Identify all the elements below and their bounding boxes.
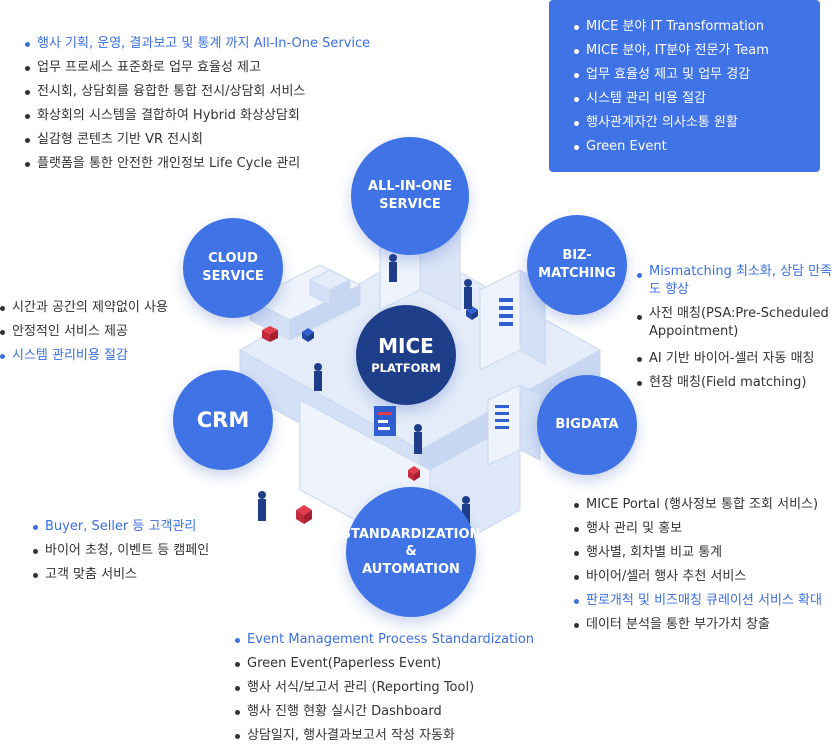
list-item: Event Management Process Standardization — [235, 628, 534, 652]
list-item: 행사 서식/보고서 관리 (Reporting Tool) — [235, 676, 534, 700]
list-item: 행사 진행 현황 실시간 Dashboard — [235, 700, 534, 724]
list-item: Green Event — [574, 135, 769, 159]
list-item: 시스템 관리비용 절감 — [0, 344, 168, 368]
node-biz-matching: BIZ- MATCHING — [527, 215, 627, 315]
node-label: STANDARDIZATION & AUTOMATION — [341, 526, 481, 577]
node-bigdata: BIGDATA — [537, 375, 637, 475]
list-item: 시간과 공간의 제약없이 사용 — [0, 296, 168, 320]
center-title: MICE — [378, 334, 434, 359]
list-item: 안정적인 서비스 제공 — [0, 320, 168, 344]
list-item: 업무 효율성 제고 및 업무 경감 — [574, 63, 769, 87]
list-item: 화상회의 시스템을 결합하여 Hybrid 화상상담회 — [25, 104, 370, 128]
list-item: 행사 기획, 운영, 결과보고 및 통계 까지 All-In-One Servi… — [25, 32, 370, 56]
list-item: 실감형 콘텐츠 기반 VR 전시회 — [25, 128, 370, 152]
list-item: 플랫폼을 통한 안전한 개인정보 Life Cycle 관리 — [25, 152, 370, 176]
node-cloud-service: CLOUD SERVICE — [183, 218, 283, 318]
list-item: MICE 분야, IT분야 전문가 Team — [574, 39, 769, 63]
node-crm: CRM — [173, 370, 273, 470]
node-standardization-automation: STANDARDIZATION & AUTOMATION — [342, 487, 480, 617]
list-item: Green Event(Paperless Event) — [235, 652, 534, 676]
list-item: Buyer, Seller 등 고객관리 — [33, 515, 209, 539]
list-item: 사전 매칭(PSA:Pre-Scheduled Appointment) — [637, 305, 835, 341]
list-item: MICE Portal (행사정보 통합 조회 서비스) — [574, 493, 822, 517]
node-label: CRM — [196, 407, 250, 432]
standardization-list: Event Management Process Standardization… — [235, 628, 534, 748]
center-subtitle: PLATFORM — [371, 361, 441, 376]
list-item: 업무 프로세스 표준화로 업무 효율성 제고 — [25, 56, 370, 80]
mice-it-box: MICE 분야 IT Transformation MICE 분야, IT분야 … — [549, 0, 820, 172]
biz-matching-list: Mismatching 최소화, 상담 만족도 향상 사전 매칭(PSA:Pre… — [637, 263, 835, 395]
node-label: CLOUD SERVICE — [202, 251, 264, 284]
list-item: 바이어/셀러 행사 추천 서비스 — [574, 565, 822, 589]
node-all-in-one-service: ALL-IN-ONE SERVICE — [351, 137, 469, 255]
list-item: AI 기반 바이어-셀러 자동 매칭 — [637, 347, 835, 371]
center-mice-platform: MICE PLATFORM — [356, 305, 456, 405]
node-label: BIZ- MATCHING — [538, 248, 616, 281]
all-in-one-list: 행사 기획, 운영, 결과보고 및 통계 까지 All-In-One Servi… — [25, 32, 370, 176]
bigdata-list: MICE Portal (행사정보 통합 조회 서비스) 행사 관리 및 홍보 … — [574, 493, 822, 637]
list-item: 판로개척 및 비즈매칭 큐레이션 서비스 확대 — [574, 589, 822, 613]
crm-list: Buyer, Seller 등 고객관리 바이어 초청, 이벤트 등 캠페인 고… — [33, 515, 209, 587]
list-item: 행사관계자간 의사소통 원활 — [574, 111, 769, 135]
cloud-list: 시간과 공간의 제약없이 사용 안정적인 서비스 제공 시스템 관리비용 절감 — [0, 296, 168, 368]
list-item: 고객 맞춤 서비스 — [33, 563, 209, 587]
list-item: 현장 매칭(Field matching) — [637, 371, 835, 395]
list-item: 시스템 관리 비용 절감 — [574, 87, 769, 111]
list-item: 전시회, 상담회를 융합한 통합 전시/상담회 서비스 — [25, 80, 370, 104]
list-item: 바이어 초청, 이벤트 등 캠페인 — [33, 539, 209, 563]
mice-it-list: MICE 분야 IT Transformation MICE 분야, IT분야 … — [574, 15, 769, 159]
list-item: 데이터 분석을 통한 부가가치 창출 — [574, 613, 822, 637]
node-label: BIGDATA — [555, 417, 619, 433]
list-item: 행사 관리 및 홍보 — [574, 517, 822, 541]
list-item: 상담일지, 행사결과보고서 작성 자동화 — [235, 724, 534, 748]
list-item: Mismatching 최소화, 상담 만족도 향상 — [637, 263, 835, 299]
list-item: MICE 분야 IT Transformation — [574, 15, 769, 39]
list-item: 행사별, 회차별 비교 통계 — [574, 541, 822, 565]
node-label: ALL-IN-ONE SERVICE — [368, 179, 452, 212]
